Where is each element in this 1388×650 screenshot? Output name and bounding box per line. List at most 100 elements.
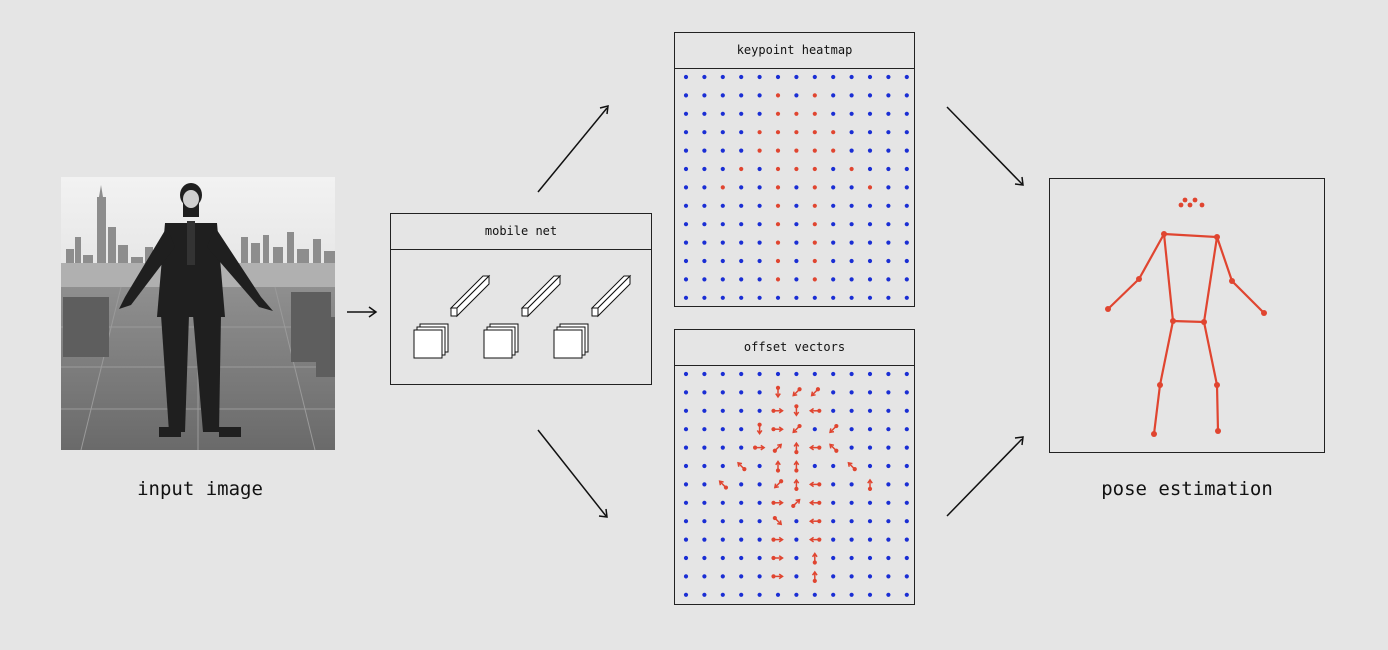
offset-dot: [886, 408, 891, 413]
heatmap-dot: [794, 185, 799, 190]
heatmap-active-dot: [775, 148, 781, 153]
offset-dot: [831, 555, 836, 561]
heatmap-dot: [849, 111, 854, 116]
heatmap-dot: [886, 130, 891, 135]
heatmap-active-dot: [831, 148, 836, 153]
heatmap-dot: [849, 258, 854, 264]
heatmap-active-dot: [775, 111, 781, 116]
offset-dot: [904, 500, 909, 505]
heatmap-active-dot: [775, 93, 781, 98]
heatmap-active-dot: [812, 277, 817, 282]
offset-dot: [886, 445, 891, 450]
offset-dot: [904, 408, 909, 413]
heatmap-active-dot: [794, 111, 799, 116]
heatmap-active-dot: [812, 93, 817, 98]
heatmap-dot: [720, 148, 725, 153]
heatmap-active-dot: [739, 166, 744, 172]
heatmap-dot: [904, 185, 909, 190]
heatmap-dot: [683, 74, 689, 80]
offset-arrow: [771, 407, 784, 414]
offset-dot: [683, 445, 689, 450]
heatmap-dot: [794, 222, 799, 227]
heatmap-dot: [757, 93, 762, 98]
offset-dot: [849, 537, 854, 542]
offset-arrow: [793, 404, 800, 417]
heatmap-dot: [886, 295, 891, 300]
offset-dot: [702, 445, 707, 450]
heatmap-dot: [867, 258, 873, 264]
offset-arrow: [775, 385, 781, 399]
offset-dot: [683, 371, 689, 377]
offset-dot: [794, 519, 799, 524]
heatmap-active-dot: [812, 185, 817, 190]
offset-dot: [794, 574, 799, 579]
offset-dot: [702, 482, 707, 487]
offset-dot: [683, 500, 689, 505]
heatmap-dot: [720, 93, 725, 98]
heatmap-dot: [720, 277, 725, 282]
offset-dot: [683, 574, 689, 579]
heatmap-dot: [702, 148, 707, 153]
offset-dot: [739, 519, 744, 524]
offset-dot: [904, 519, 909, 524]
offset-dot: [739, 445, 744, 450]
offset-dot: [831, 408, 836, 413]
offset-dot: [702, 537, 707, 542]
mobile-net-panel: mobile net: [390, 213, 652, 385]
offset-dot: [683, 519, 689, 524]
offset-dot: [867, 555, 873, 561]
offset-arrow: [808, 499, 822, 506]
heatmap-dot: [849, 240, 854, 245]
heatmap-dot: [886, 203, 891, 208]
heatmap-dot: [867, 295, 873, 300]
heatmap-dot: [739, 277, 744, 282]
heatmap-active-dot: [812, 203, 817, 208]
offset-dot: [867, 408, 873, 413]
heatmap-dot: [849, 74, 854, 80]
arrow-to-offsets: [537, 429, 608, 518]
offset-dot: [886, 427, 891, 432]
heatmap-active-dot: [775, 185, 781, 190]
heatmap-dot: [867, 203, 873, 208]
heatmap-dot: [831, 74, 836, 80]
offset-dot: [849, 408, 854, 413]
offset-arrow: [791, 498, 801, 509]
heatmap-active-dot: [794, 166, 799, 172]
offset-dot: [794, 371, 799, 377]
heatmap-dot: [831, 222, 836, 227]
heatmap-dot: [720, 222, 725, 227]
heatmap-dot: [739, 222, 744, 227]
offset-dot: [702, 408, 707, 413]
offset-dot: [739, 390, 744, 395]
heatmap-active-dot: [775, 258, 781, 264]
offset-dot: [867, 500, 873, 505]
heatmap-dot: [867, 222, 873, 227]
heatmap-dot: [904, 148, 909, 153]
offset-arrow: [753, 444, 766, 451]
heatmap-dot: [720, 295, 725, 300]
heatmap-dot: [886, 148, 891, 153]
offset-dot: [831, 482, 836, 487]
offset-dot: [904, 592, 909, 597]
offset-dot: [867, 427, 873, 432]
heatmap-dot: [757, 240, 762, 245]
offset-dot: [775, 592, 781, 597]
heatmap-dot: [720, 166, 725, 172]
offset-dot: [720, 408, 725, 413]
heatmap-dot: [702, 185, 707, 190]
offset-dot: [683, 408, 689, 413]
heatmap-active-dot: [849, 166, 854, 172]
offset-dot: [831, 537, 836, 542]
offset-dot: [831, 371, 836, 377]
offset-vectors-panel: offset vectors: [674, 329, 915, 605]
offset-arrow: [771, 426, 784, 433]
offset-dot: [757, 592, 762, 597]
heatmap-dot: [683, 166, 689, 172]
heatmap-dot: [904, 74, 909, 80]
heatmap-dot: [775, 74, 781, 80]
heatmap-dot: [702, 258, 707, 264]
offset-arrow: [811, 570, 818, 583]
offset-arrow: [793, 460, 800, 473]
offset-dot: [720, 427, 725, 432]
offset-dot: [702, 427, 707, 432]
